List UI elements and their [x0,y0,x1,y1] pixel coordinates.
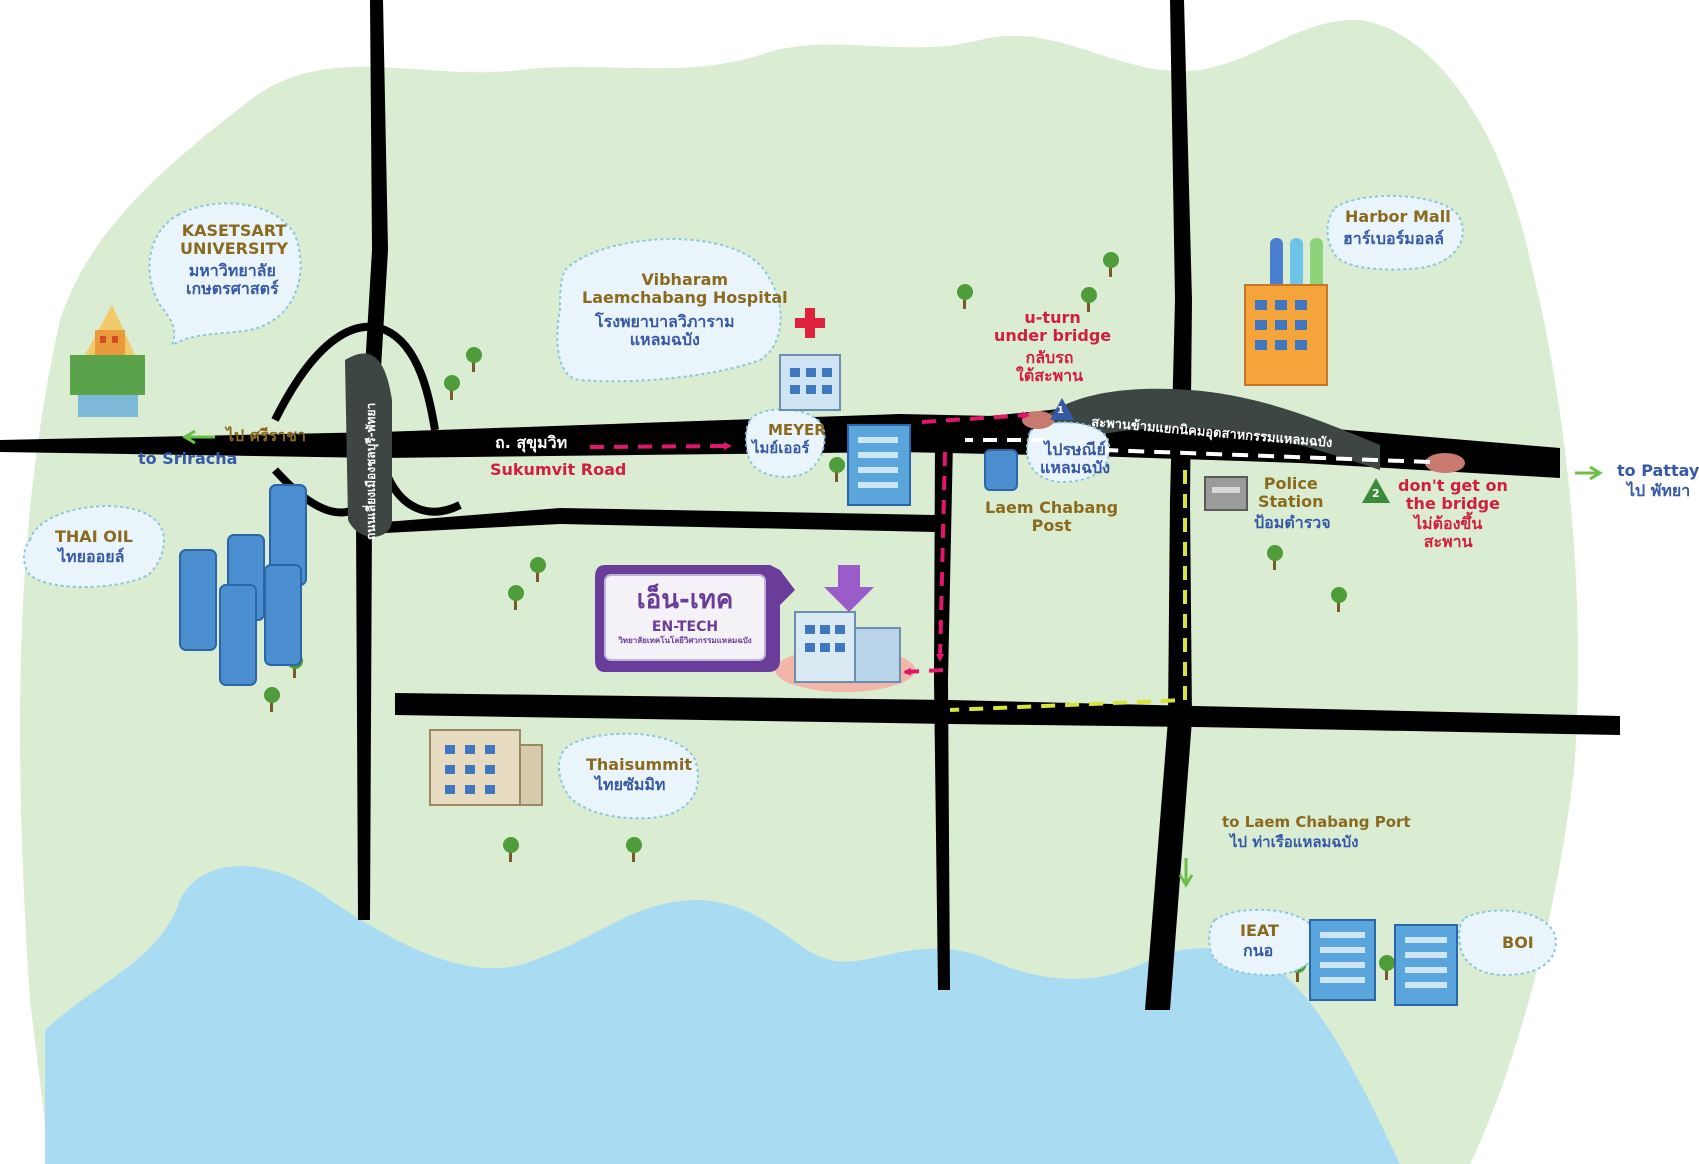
to-sriracha-label-th: ไป ศรีราชา [226,426,306,445]
tree-icon [829,457,845,482]
meyer-building [847,424,911,506]
entech-title-th: เอ็น-เทค [636,585,734,615]
highway-east [1145,0,1192,1010]
uturn-spot [1022,411,1054,429]
callout-bubbles [23,194,1557,977]
download-arrow-icon [824,565,874,612]
hospital-label-en: Vibharam Laemchabang Hospital [582,270,788,307]
route-marker-1 [1050,398,1074,420]
to-pattaya-label-th: ไป พัทยา [1627,481,1691,500]
tree-icon [1103,252,1119,277]
thai-oil-label-en: THAI OIL [55,527,133,546]
dont-get-on-label-th: ไม่ต้องขึ้น สะพาน [1414,514,1483,551]
to-port-label-th: ไป ท่าเรือแหลมฉบัง [1230,833,1359,851]
route-white [1049,446,1431,464]
boi-label: BOI [1502,933,1534,952]
police-station-building [1204,476,1248,511]
tree-icon [530,557,546,582]
tree-icon [957,284,973,309]
bypass-overpass [345,353,392,537]
to-pattaya-label-en: to Pattaya [1617,461,1699,480]
bubble-post [1025,421,1111,484]
oil-tank-icon [219,584,257,686]
road-south [395,693,1620,735]
ieat-label-en: IEAT [1240,921,1279,940]
kasetsart-building [70,305,145,417]
ieat-label-th: กนอ [1243,941,1274,960]
route-yellow [949,470,1187,712]
harbor-mall-label-en: Harbor Mall [1345,207,1451,226]
entech-title-en: EN-TECH [651,619,719,635]
post-label-th: ไปรษณีย์ แหลมฉบัง [1040,440,1111,477]
harbor-mall-building [1244,238,1328,386]
boi-building [1394,924,1458,1006]
entech-full-name: วิทยาลัยเทคโนโลยีวิศวกรรมแหลมฉบัง [618,636,752,645]
oil-tank-icon [179,549,217,651]
bypass-road-label: ถนนเลี่ยงเมืองชลบุรี-พัทยา [362,403,379,540]
route-pink [589,411,1030,676]
thai-oil-label-th: ไทยออยล์ [58,547,125,566]
overpass-bridge [1040,388,1380,470]
to-sriracha-arrow [182,429,215,445]
tree-icon [626,837,642,862]
uturn-label-en: u-turn under bridge [994,308,1112,345]
entech-panel [595,565,795,672]
dont-get-on-spot [1425,453,1465,473]
ieat-building [1309,919,1376,1001]
tree-icon [264,687,280,712]
police-label-en: Police Station [1258,474,1324,511]
sukumvit-label-en: Sukumvit Road [490,460,627,479]
harbor-mall-label-th: ฮาร์เบอร์มอลล์ [1343,229,1444,248]
to-sriracha-label-en: to Sriracha [138,449,238,468]
bubble-thaisummit [558,732,699,820]
meyer-label-th: ไมย์เออร์ [752,439,810,457]
route-marker-2-label: 2 [1372,487,1380,500]
police-label-th: ป้อมตำรวจ [1254,513,1331,532]
hospital-cross-icon [795,308,825,338]
to-port-label-en: to Laem Chabang Port [1222,813,1411,831]
tree-icon [508,585,524,610]
kasetsart-label-th: มหาวิทยาลัย เกษตรศาสตร์ [186,261,279,298]
oil-tank-icon [264,564,302,666]
hospital-building [779,308,841,411]
entech-building [775,565,915,692]
route-marker-2 [1362,478,1390,503]
to-port-arrow [1178,858,1194,888]
to-pattaya-arrow [1575,465,1603,481]
bubble-ieat [1208,908,1319,977]
tree-icon [503,837,519,862]
meyer-label-en: MEYER [768,421,826,439]
bubble-boi [1458,909,1557,977]
tree-icon [1081,287,1097,312]
tree-icon [444,375,460,400]
dont-get-on-label-en: don't get on the bridge [1398,476,1508,513]
sukumvit-label-th: ถ. สุขุมวิท [495,433,568,452]
bubble-thai-oil [23,505,165,588]
tree-icon [1379,955,1395,980]
tree-icon [466,347,482,372]
thaisummit-label-th: ไทยซัมมิท [595,775,666,794]
thaisummit-label-en: Thaisummit [586,755,692,774]
route-marker-1-label: 1 [1057,405,1064,416]
tree-icon [1267,545,1283,570]
thai-oil-tanks [179,484,307,686]
uturn-label-th: กลับรถ ใต้สะพาน [1016,348,1084,385]
kasetsart-label-en: KASETSART UNIVERSITY [180,221,288,258]
post-office-building [984,449,1018,491]
hospital-label-th: โรงพยาบาลวิภาราม แหลมฉบัง [595,312,735,349]
post-label-en: Laem Chabang Post [985,498,1119,535]
sea-area [45,866,1400,1164]
bubble-hospital [556,238,782,383]
road-east-west-upper [385,508,935,533]
bubble-kasetsart [148,202,302,348]
tree-icon [1331,587,1347,612]
thaisummit-building [429,729,543,806]
bubble-harbor [1326,194,1464,271]
